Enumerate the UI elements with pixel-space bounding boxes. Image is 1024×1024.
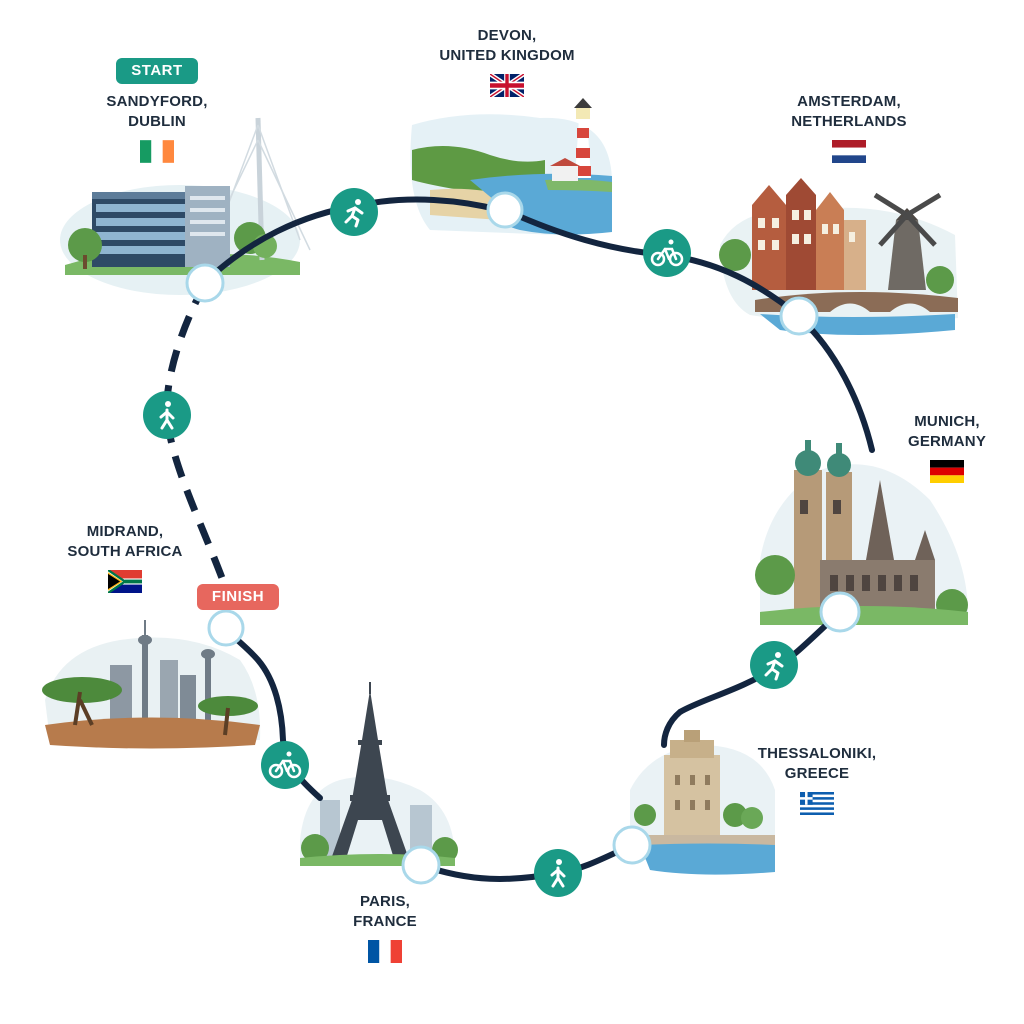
walking-icon [143, 391, 191, 439]
finish-badge: FINISH [197, 584, 279, 610]
germany-flag [930, 460, 964, 483]
route-line-munich-thessaloniki [661, 609, 843, 748]
dublin-illustration [60, 117, 311, 295]
south-africa-flag [108, 570, 142, 593]
location-label-thessaloniki: THESSALONIKI, GREECE [732, 744, 902, 815]
node-thessaloniki [612, 825, 652, 865]
location-country: GERMANY [907, 433, 987, 450]
location-country: DUBLIN [128, 113, 186, 130]
cycling-icon [261, 741, 309, 789]
location-city: MIDRAND, [86, 523, 164, 540]
location-label-devon: DEVON, UNITED KINGDOM [412, 26, 602, 97]
node-devon [486, 191, 524, 229]
location-label-dublin: SANDYFORD, DUBLIN [72, 92, 242, 163]
location-city: AMSTERDAM, [797, 93, 901, 110]
paris-illustration [300, 682, 458, 866]
location-country: FRANCE [353, 913, 417, 930]
greece-flag [800, 792, 834, 815]
netherlands-flag [832, 140, 866, 163]
uk-flag [490, 74, 524, 97]
midrand-illustration [42, 620, 261, 749]
walking-icon [534, 849, 582, 897]
route-nodes [185, 191, 861, 885]
running-icon [330, 188, 378, 236]
location-city: SANDYFORD, [106, 93, 208, 110]
running-icon [750, 641, 798, 689]
location-label-munich: MUNICH, GERMANY [872, 412, 1022, 483]
node-paris [401, 845, 441, 885]
route-line-amsterdam-munich [797, 315, 875, 453]
location-label-amsterdam: AMSTERDAM, NETHERLANDS [764, 92, 934, 163]
location-country: SOUTH AFRICA [67, 543, 183, 560]
location-country: GREECE [784, 765, 850, 782]
location-label-paris: PARIS, FRANCE [310, 892, 460, 963]
route-line-midrand-dublin-dashed [163, 282, 226, 580]
start-badge: START [116, 58, 198, 84]
location-city: MUNICH, [914, 413, 980, 430]
location-city: THESSALONIKI, [757, 745, 877, 762]
node-amsterdam [779, 296, 819, 336]
node-munich [819, 591, 861, 633]
location-country: UNITED KINGDOM [439, 47, 575, 64]
france-flag [368, 940, 402, 963]
node-dublin [185, 263, 225, 303]
ireland-flag [140, 140, 174, 163]
location-label-midrand: MIDRAND, SOUTH AFRICA [40, 522, 210, 593]
location-country: NETHERLANDS [791, 113, 907, 130]
location-city: DEVON, [477, 27, 537, 44]
cycling-icon [643, 229, 691, 277]
node-midrand [207, 609, 245, 647]
location-city: PARIS, [359, 893, 411, 910]
amsterdam-illustration [719, 178, 958, 335]
munich-illustration [755, 440, 969, 625]
thessaloniki-illustration [630, 730, 775, 875]
